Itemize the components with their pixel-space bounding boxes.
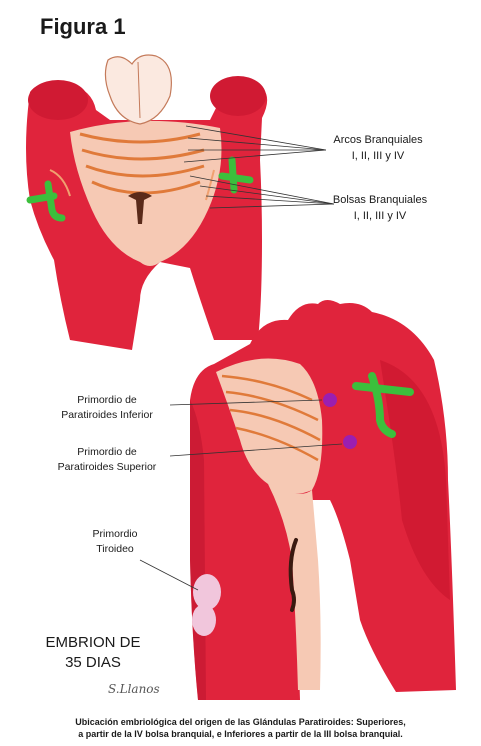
- figure-caption: Ubicación embriológica del origen de las…: [6, 716, 475, 740]
- label-embrion-line1: EMBRION DE: [18, 633, 168, 653]
- label-superior-line1: Primordio de: [42, 445, 172, 460]
- label-tiroideo-line2: Tiroideo: [70, 542, 160, 557]
- parathyroid-inferior-primordium: [323, 393, 337, 407]
- label-arcos-line1: Arcos Branquiales: [308, 132, 448, 148]
- label-embrion-age: EMBRION DE 35 DIAS: [18, 633, 168, 673]
- label-paratiroides-inferior: Primordio de Paratiroides Inferior: [42, 393, 172, 423]
- sagittal-drawing: [140, 300, 456, 700]
- label-bolsas-line2: I, II, III y IV: [312, 208, 448, 224]
- caption-line2: a partir de la IV bolsa branquial, e Inf…: [6, 728, 475, 740]
- label-inferior-line2: Paratiroides Inferior: [42, 408, 172, 423]
- left-lobe: [28, 80, 88, 120]
- label-arcos-line2: I, II, III y IV: [308, 148, 448, 164]
- label-bolsas-line1: Bolsas Branquiales: [312, 192, 448, 208]
- label-tiroideo-line1: Primordio: [70, 527, 160, 542]
- right-lobe: [210, 76, 266, 116]
- parathyroid-superior-primordium: [343, 435, 357, 449]
- label-bolsas-branquiales: Bolsas Branquiales I, II, III y IV: [312, 192, 448, 224]
- artist-signature: S.Llanos: [108, 682, 213, 696]
- pharyngeal-region-drawing: [26, 55, 334, 350]
- label-paratiroides-superior: Primordio de Paratiroides Superior: [42, 445, 172, 475]
- label-primordio-tiroideo: Primordio Tiroideo: [70, 527, 160, 557]
- label-embrion-line2: 35 DIAS: [18, 653, 168, 673]
- figure-title: Figura 1: [40, 14, 126, 40]
- label-superior-line2: Paratiroides Superior: [42, 460, 172, 475]
- label-inferior-line1: Primordio de: [42, 393, 172, 408]
- label-arcos-branquiales: Arcos Branquiales I, II, III y IV: [308, 132, 448, 164]
- caption-line1: Ubicación embriológica del origen de las…: [6, 716, 475, 728]
